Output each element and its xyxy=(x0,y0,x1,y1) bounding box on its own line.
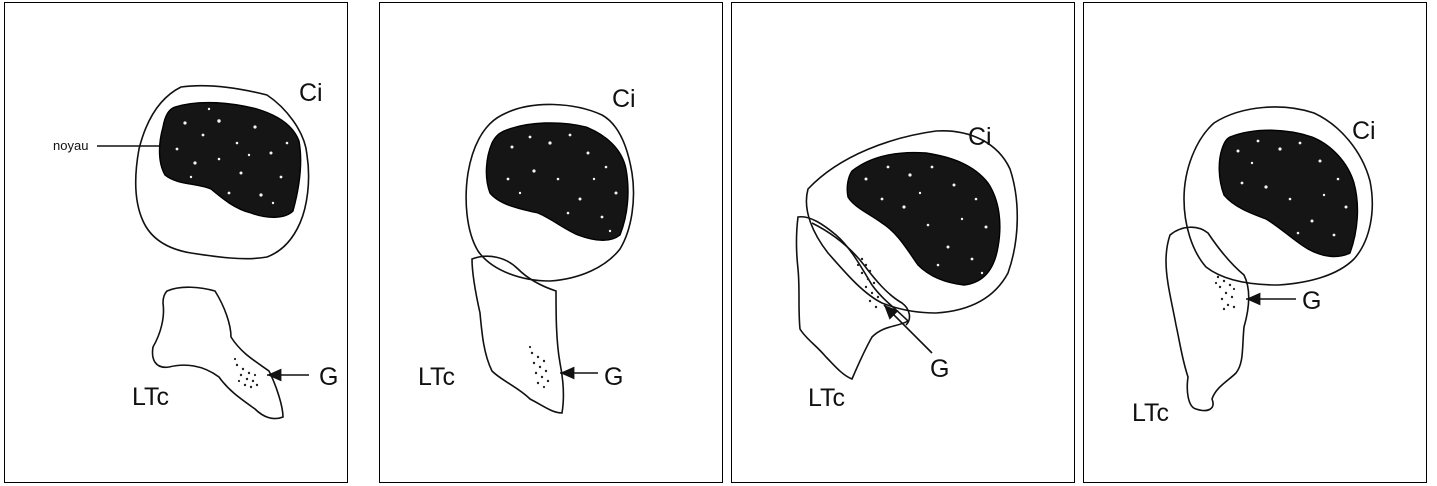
granules xyxy=(234,358,258,388)
panel-3: Ci LTc G xyxy=(731,2,1075,483)
nucleus xyxy=(847,153,1000,285)
cell-label: Ci xyxy=(612,87,636,112)
nucleus xyxy=(1219,130,1357,256)
panel-4: Ci LTc G xyxy=(1083,2,1427,483)
lymphocyte-outline xyxy=(1166,227,1249,410)
panel-3-drawing xyxy=(732,3,1074,482)
lymphocyte-label: LTc xyxy=(418,365,455,390)
lymphocyte-label: LTc xyxy=(808,386,845,411)
granules xyxy=(1215,276,1235,310)
lymphocyte-label: LTc xyxy=(1132,401,1169,426)
cell-label: Ci xyxy=(1352,119,1376,144)
granule-label: G xyxy=(319,365,338,390)
nucleus xyxy=(160,103,301,218)
lymphocyte-outline xyxy=(153,287,283,418)
nucleus xyxy=(486,123,628,240)
lymphocyte-outline xyxy=(797,217,909,379)
lymphocyte-label: LTc xyxy=(132,385,169,410)
cell-label: Ci xyxy=(968,125,992,150)
nucleus-label: noyau xyxy=(53,139,88,152)
panel-1-drawing xyxy=(5,3,347,482)
granule-label: G xyxy=(1302,289,1321,314)
lymphocyte-outline xyxy=(472,256,563,413)
granule-label: G xyxy=(604,365,623,390)
panel-1: Ci noyau LTc G xyxy=(4,2,348,483)
panel-2: Ci LTc G xyxy=(379,2,723,483)
granule-label: G xyxy=(930,357,949,382)
granules xyxy=(529,346,549,388)
cell-label: Ci xyxy=(299,81,323,106)
panel-2-drawing xyxy=(380,3,722,482)
